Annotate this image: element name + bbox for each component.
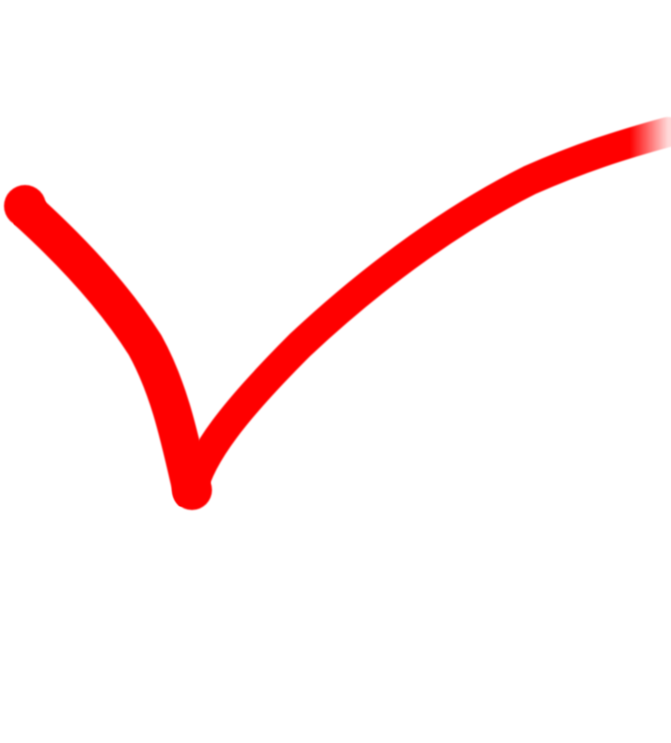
- checkmark-joint: [172, 470, 212, 510]
- checkmark-left-stroke: [3, 187, 211, 511]
- checkmark-start: [4, 185, 46, 227]
- checkmark-right-stroke: [177, 117, 671, 507]
